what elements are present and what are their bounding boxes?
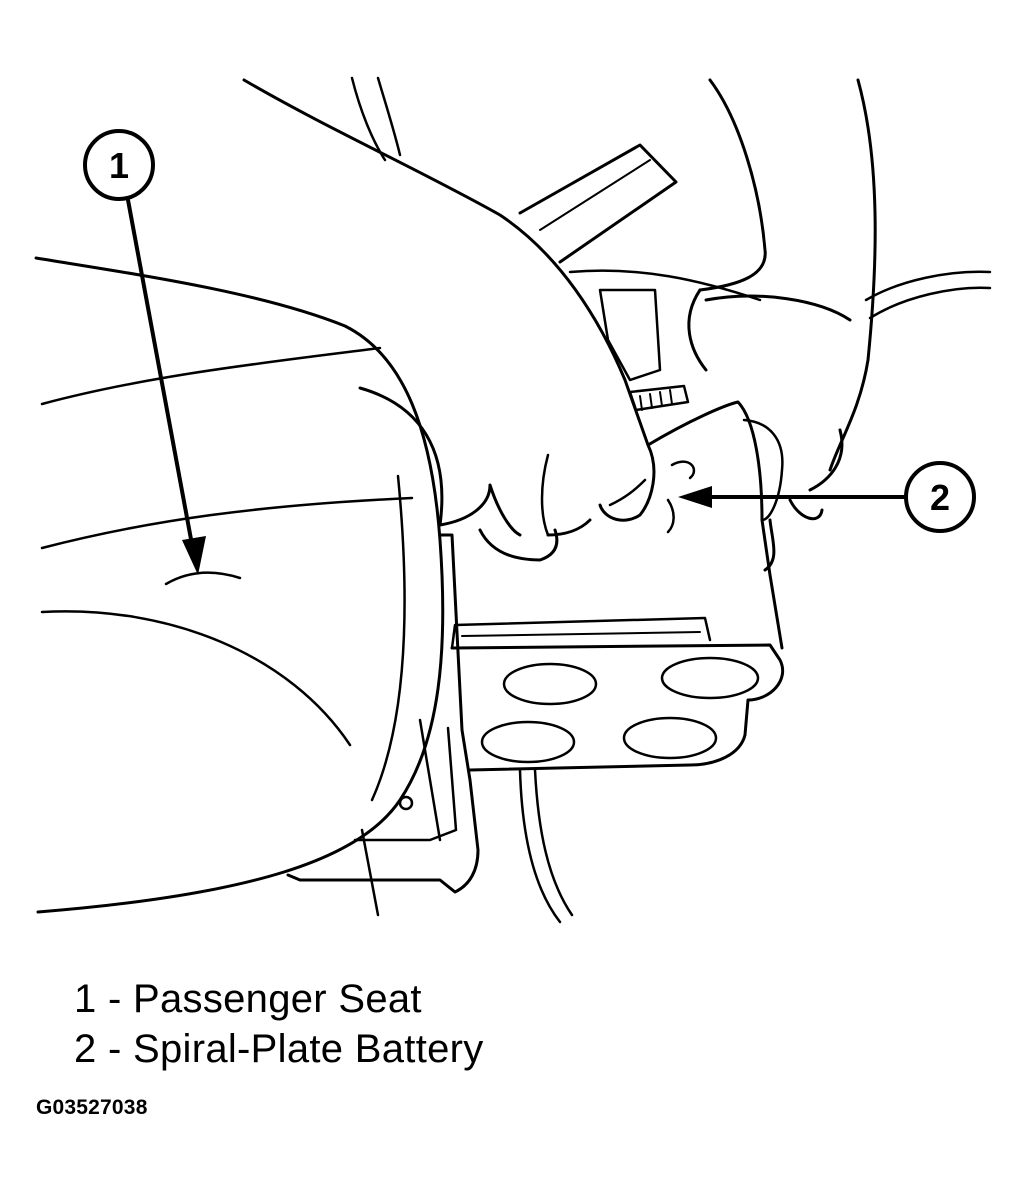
callout-2: 2 <box>904 461 976 533</box>
arrowhead-2 <box>678 486 712 508</box>
callout-1: 1 <box>83 129 155 201</box>
legend-item-passenger-seat: 1 - Passenger Seat <box>74 977 422 1021</box>
passenger-seat <box>34 256 445 914</box>
illustration: 1 2 <box>34 76 992 924</box>
callout-2-number: 2 <box>930 477 950 518</box>
arrowhead-1 <box>182 536 206 575</box>
legend: 1 - Passenger Seat 2 - Spiral-Plate Batt… <box>74 974 484 1074</box>
background-lines <box>350 76 992 924</box>
spiral-plate-battery <box>450 288 785 772</box>
seat-bracket <box>286 533 480 894</box>
callout-1-number: 1 <box>109 145 129 186</box>
callout-arrows <box>126 198 907 575</box>
figure-id: G03527038 <box>36 1096 148 1119</box>
hands <box>242 78 877 572</box>
legend-item-spiral-plate-battery: 2 - Spiral-Plate Battery <box>74 1027 484 1071</box>
